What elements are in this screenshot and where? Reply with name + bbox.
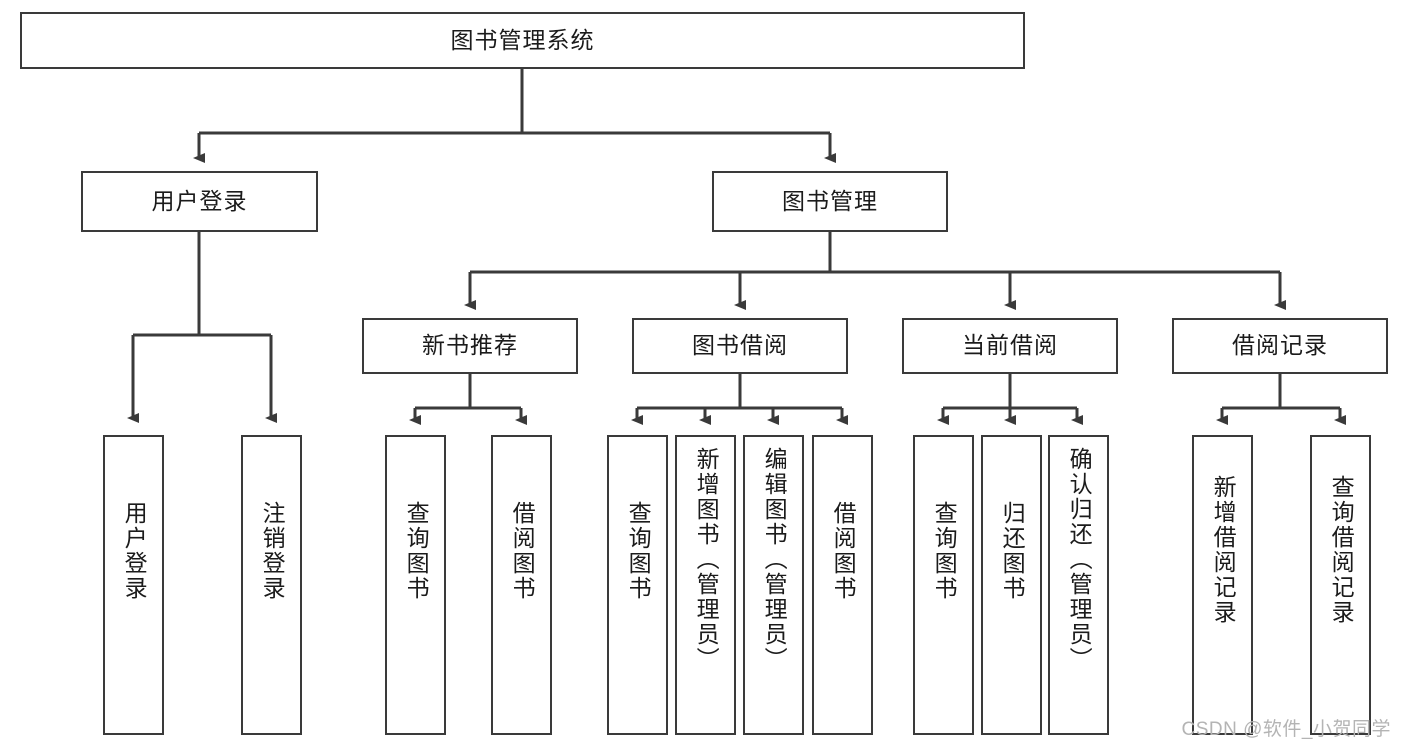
node-book-management[interactable]: 图书管理: [712, 171, 948, 232]
node-label: 借阅图书: [830, 501, 857, 601]
node-label: 图书管理: [782, 187, 878, 214]
node-label: 归还图书: [999, 501, 1026, 601]
watermark-text: CSDN @软件_小贺同学: [1181, 719, 1391, 740]
node-label: 图书借阅: [692, 332, 788, 359]
node-label: 当前借阅: [962, 332, 1058, 359]
node-label: 用户登录: [121, 501, 148, 601]
node-root-system[interactable]: 图书管理系统: [20, 12, 1025, 69]
node-leaf-return-book[interactable]: 归还图书: [981, 435, 1042, 735]
node-leaf-query-book-current[interactable]: 查询图书: [913, 435, 974, 735]
node-label: 新增借阅记录: [1210, 475, 1237, 625]
node-user-login[interactable]: 用户登录: [81, 171, 318, 232]
node-leaf-logout[interactable]: 注销登录: [241, 435, 302, 735]
node-label: 确认归还（管理员）: [1066, 447, 1093, 672]
node-book-borrow[interactable]: 图书借阅: [632, 318, 848, 374]
node-leaf-borrow-book-recommend[interactable]: 借阅图书: [491, 435, 552, 735]
node-label: 查询图书: [403, 501, 430, 601]
node-label: 查询借阅记录: [1328, 475, 1355, 625]
node-borrow-record[interactable]: 借阅记录: [1172, 318, 1388, 374]
node-leaf-query-book-recommend[interactable]: 查询图书: [385, 435, 446, 735]
node-leaf-confirm-return-admin[interactable]: 确认归还（管理员）: [1048, 435, 1109, 735]
node-label: 借阅记录: [1232, 332, 1328, 359]
node-label: 图书管理系统: [450, 26, 595, 53]
node-leaf-user-login[interactable]: 用户登录: [103, 435, 164, 735]
node-label: 查询图书: [931, 501, 958, 601]
node-leaf-query-borrow-record[interactable]: 查询借阅记录: [1310, 435, 1371, 735]
node-current-borrow[interactable]: 当前借阅: [902, 318, 1118, 374]
node-leaf-borrow-book[interactable]: 借阅图书: [812, 435, 873, 735]
node-leaf-edit-book-admin[interactable]: 编辑图书（管理员）: [743, 435, 804, 735]
node-new-book-recommend[interactable]: 新书推荐: [362, 318, 578, 374]
node-leaf-add-book-admin[interactable]: 新增图书（管理员）: [675, 435, 736, 735]
node-label: 借阅图书: [509, 501, 536, 601]
node-leaf-query-book-borrow[interactable]: 查询图书: [607, 435, 668, 735]
node-label: 新书推荐: [422, 332, 518, 359]
node-label: 用户登录: [151, 187, 248, 214]
node-label: 新增图书（管理员）: [693, 447, 720, 672]
node-leaf-add-borrow-record[interactable]: 新增借阅记录: [1192, 435, 1253, 735]
node-label: 查询图书: [625, 501, 652, 601]
node-label: 编辑图书（管理员）: [761, 447, 788, 672]
node-label: 注销登录: [259, 501, 286, 601]
